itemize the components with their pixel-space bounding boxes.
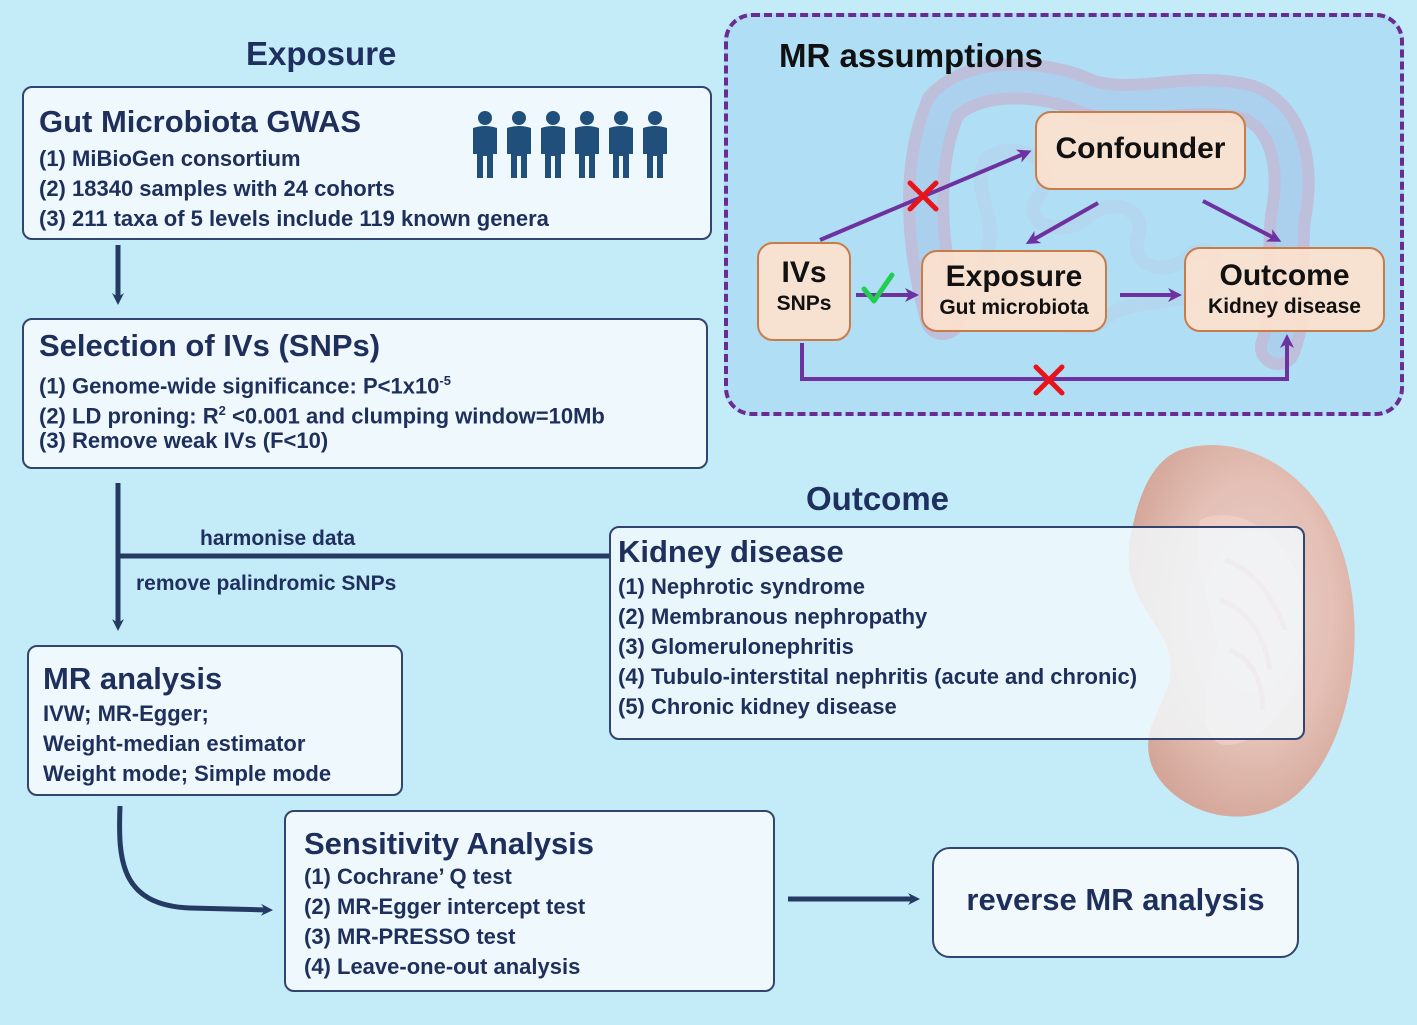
mr-assumptions-panel: MR assumptions Confounder IVs SNPs Expos… — [724, 13, 1404, 416]
cross-icon — [907, 180, 939, 212]
check-icon — [861, 272, 895, 304]
arrow-confounder-to-outcome — [1202, 199, 1282, 242]
reverse-mr-label: reverse MR analysis — [966, 882, 1265, 917]
exposure-title: Exposure — [246, 35, 397, 72]
outcome-node-sub: Kidney disease — [1208, 295, 1361, 318]
arrow-confounder-to-exposure — [1025, 201, 1099, 244]
confounder-label: Confounder — [1055, 132, 1226, 165]
kidney-line-3: (3) Glomerulonephritis — [618, 634, 854, 659]
mr-analysis-line-2: Weight-median estimator — [43, 731, 306, 756]
gwas-line-2: (2) 18340 samples with 24 cohorts — [39, 176, 395, 201]
gwas-title: Gut Microbiota GWAS — [39, 104, 362, 139]
sensitivity-line-2: (2) MR-Egger intercept test — [304, 894, 586, 919]
mr-analysis-box: MR analysis IVW; MR-Egger; Weight-median… — [27, 645, 403, 796]
ivs-sub: SNPs — [776, 292, 832, 315]
exposure-node-title: Exposure — [945, 260, 1083, 293]
cross-icon — [1033, 364, 1065, 396]
mr-assumptions-title: MR assumptions — [779, 37, 1044, 74]
kidney-line-4: (4) Tubulo-interstital nephritis (acute … — [618, 664, 1138, 689]
selection-line-1: (1) Genome-wide significance: P<1x10-5 — [39, 373, 451, 399]
mr-analysis-title: MR analysis — [43, 661, 223, 696]
selection-line-2: (2) LD proning: R2 <0.001 and clumping w… — [39, 403, 605, 429]
exposure-node: Exposure Gut microbiota — [921, 250, 1107, 332]
assumption-arrows — [800, 149, 1294, 396]
kidney-line-5: (5) Chronic kidney disease — [618, 694, 897, 719]
kidney-box: Kidney disease (1) Nephrotic syndrome (2… — [609, 526, 1305, 740]
ivs-title: IVs — [781, 256, 827, 289]
people-icon — [473, 111, 667, 178]
kidney-line-1: (1) Nephrotic syndrome — [618, 574, 865, 599]
gwas-box: Gut Microbiota GWAS (1) MiBioGen consort… — [22, 86, 712, 240]
selection-line-3: (3) Remove weak IVs (F<10) — [39, 428, 329, 453]
sensitivity-title: Sensitivity Analysis — [304, 826, 595, 861]
sensitivity-line-4: (4) Leave-one-out analysis — [304, 954, 581, 979]
selection-title: Selection of IVs (SNPs) — [39, 328, 381, 363]
arrow-mr-to-sensitivity — [117, 805, 273, 916]
harmonise-label: harmonise data — [200, 527, 356, 550]
gwas-line-3: (3) 211 taxa of 5 levels include 119 kno… — [39, 206, 549, 231]
ivs-node: IVs SNPs — [757, 242, 851, 341]
outcome-node-title: Outcome — [1219, 259, 1350, 292]
gwas-line-1: (1) MiBioGen consortium — [39, 146, 301, 171]
sensitivity-line-1: (1) Cochrane’ Q test — [304, 864, 512, 889]
kidney-title: Kidney disease — [618, 534, 844, 569]
exposure-node-sub: Gut microbiota — [939, 296, 1089, 319]
mr-analysis-line-3: Weight mode; Simple mode — [43, 761, 332, 786]
sensitivity-line-3: (3) MR-PRESSO test — [304, 924, 516, 949]
confounder-node: Confounder — [1035, 111, 1246, 190]
outcome-node: Outcome Kidney disease — [1184, 247, 1385, 332]
reverse-mr-box: reverse MR analysis — [932, 847, 1299, 958]
mr-analysis-line-1: IVW; MR-Egger; — [43, 701, 209, 726]
selection-box: Selection of IVs (SNPs) (1) Genome-wide … — [22, 318, 708, 469]
outcome-title: Outcome — [806, 480, 950, 517]
palindromic-label: remove palindromic SNPs — [136, 572, 397, 595]
kidney-line-2: (2) Membranous nephropathy — [618, 604, 928, 629]
sensitivity-box: Sensitivity Analysis (1) Cochrane’ Q tes… — [284, 810, 775, 992]
